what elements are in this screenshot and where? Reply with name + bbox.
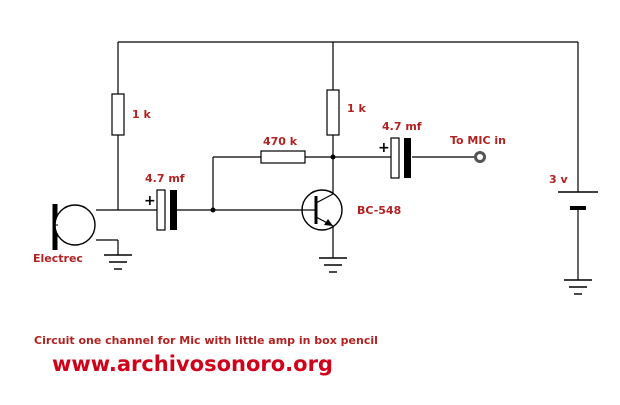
capacitor-c2 [390,137,411,179]
label-mic: Electrec [33,252,83,265]
output-jack-icon [474,151,486,163]
resistor-r3 [260,150,306,164]
resistor-r1 [111,93,125,136]
ground-symbol-mic [104,254,132,270]
junction-dot-collector [330,154,336,160]
label-c2: 4.7 mf [382,120,422,133]
resistor-r2 [326,89,340,136]
label-r1: 1 k [132,108,151,121]
capacitor-c1 [156,189,177,231]
diagram-caption: Circuit one channel for Mic with little … [34,334,378,347]
battery-symbol [558,191,598,210]
label-transistor: BC-548 [357,204,401,217]
microphone-symbol [52,204,96,250]
label-r2: 1 k [347,102,366,115]
ground-symbol-transistor [319,257,347,273]
plus-sign-c1: + [144,193,156,209]
transistor-symbol [301,189,343,231]
plus-sign-c2: + [378,140,390,156]
label-output: To MIC in [450,134,506,147]
label-c1: 4.7 mf [145,172,185,185]
ground-symbol-battery [564,279,592,295]
label-r3: 470 k [263,135,298,148]
wires [96,41,579,280]
label-battery: 3 v [549,173,568,186]
website-link[interactable]: www.archivosonoro.org [52,352,333,376]
junction-dot-base [210,207,216,213]
